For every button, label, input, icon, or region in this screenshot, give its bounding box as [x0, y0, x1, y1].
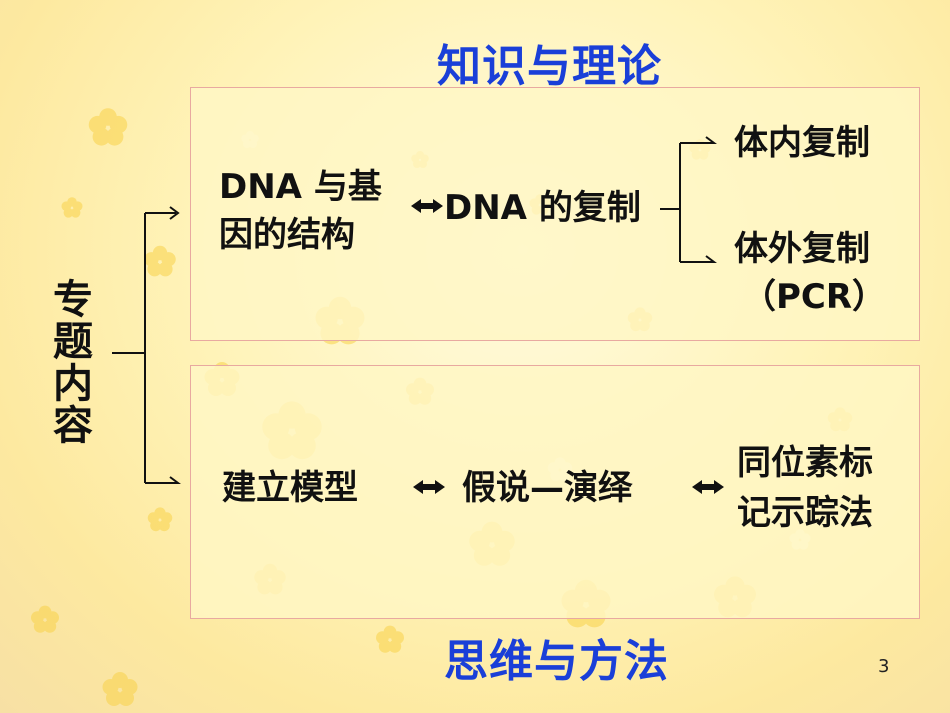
node-isotope-tracing-line2: 记示踪法 [737, 493, 873, 533]
branch-in-vivo-replication: 体内复制 [734, 123, 870, 163]
node-dna-gene-structure-line1: DNA 与基 [219, 167, 382, 207]
node-dna-replication: DNA 的复制 [444, 188, 641, 228]
title-thinking-methods: 思维与方法 [444, 636, 669, 687]
node-hypothesis-deduction: 假说—演绎 [462, 468, 632, 508]
double-arrow-icon [692, 480, 724, 494]
node-build-model: 建立模型 [222, 468, 358, 508]
branch-in-vitro-replication: 体外复制 [734, 229, 870, 269]
double-arrow-icon [413, 480, 445, 494]
methods-box [190, 365, 920, 619]
branch-pcr-note: （PCR） [742, 277, 887, 317]
node-dna-gene-structure-line2: 因的结构 [219, 215, 355, 255]
double-arrow-icon [411, 199, 443, 213]
title-knowledge-theory: 知识与理论 [437, 41, 662, 92]
page-number: 3 [878, 656, 890, 677]
node-isotope-tracing-line1: 同位素标 [737, 443, 873, 483]
topic-content-label: 专题内容 [46, 278, 92, 446]
knowledge-box [190, 87, 920, 341]
